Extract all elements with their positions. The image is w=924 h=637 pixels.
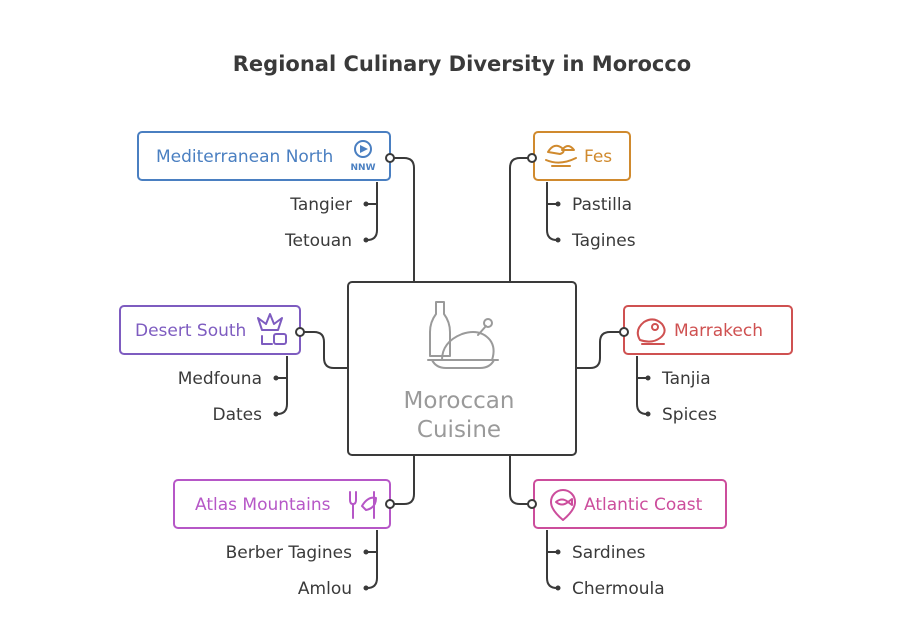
region-label-atlantic: Atlantic Coast bbox=[584, 495, 703, 515]
connector-desert bbox=[300, 331, 348, 369]
leaf-chermoula: Chermoula bbox=[572, 579, 665, 599]
branch-desert bbox=[276, 356, 288, 415]
region-label-fes: Fes bbox=[584, 147, 612, 167]
cutlery-leaf-icon bbox=[349, 491, 377, 519]
connectors bbox=[276, 157, 648, 589]
fish-pin-icon bbox=[550, 489, 576, 521]
branch-north bbox=[366, 182, 378, 241]
leaf-sardines: Sardines bbox=[572, 543, 646, 563]
region-marrakech[interactable]: Marrakech bbox=[619, 305, 793, 355]
roast-chicken-and-bottle-icon bbox=[427, 301, 499, 369]
region-desert-south[interactable]: Desert South bbox=[119, 305, 305, 355]
leaf-tagines: Tagines bbox=[571, 231, 636, 251]
leaf-dates: Dates bbox=[213, 405, 263, 425]
compass-nnw-icon: NNW bbox=[351, 140, 376, 173]
center-title-line2: Cuisine bbox=[417, 417, 501, 443]
branch-fes bbox=[546, 182, 558, 241]
region-label-desert: Desert South bbox=[135, 321, 246, 341]
diagram-title: Regional Culinary Diversity in Morocco bbox=[232, 52, 692, 76]
leaf-tangier: Tangier bbox=[289, 195, 352, 215]
compass-nnw-text: NNW bbox=[351, 163, 376, 173]
branch-marrakech bbox=[636, 356, 648, 415]
center-node[interactable]: Moroccan Cuisine bbox=[347, 281, 577, 456]
region-atlas-mountains[interactable]: Atlas Mountains bbox=[173, 479, 395, 529]
connector-atlas bbox=[392, 456, 415, 505]
desert-plant-pot-icon bbox=[257, 313, 287, 345]
leaf-tanjia: Tanjia bbox=[661, 369, 711, 389]
leaf-pastilla: Pastilla bbox=[572, 195, 632, 215]
connector-fes bbox=[509, 157, 532, 282]
region-mediterranean-north[interactable]: Mediterranean North NNW bbox=[137, 131, 395, 181]
pastries-icon bbox=[545, 144, 577, 167]
leaf-spices: Spices bbox=[662, 405, 717, 425]
leaf-berber-tagines: Berber Tagines bbox=[226, 543, 352, 563]
connector-marrakech bbox=[576, 331, 624, 369]
branch-atlantic bbox=[546, 530, 558, 589]
region-label-atlas: Atlas Mountains bbox=[195, 495, 331, 515]
region-label-north: Mediterranean North bbox=[156, 147, 333, 167]
leaf-amlou: Amlou bbox=[298, 579, 352, 599]
branch-atlas bbox=[366, 530, 378, 589]
meat-cut-icon bbox=[636, 318, 666, 345]
connector-north bbox=[392, 157, 415, 282]
connector-atlantic bbox=[509, 456, 532, 505]
center-title-line1: Moroccan bbox=[404, 388, 515, 414]
region-atlantic-coast[interactable]: Atlantic Coast bbox=[527, 479, 727, 529]
leaf-medfouna: Medfouna bbox=[178, 369, 262, 389]
region-label-marrakech: Marrakech bbox=[674, 321, 763, 341]
leaf-tetouan: Tetouan bbox=[284, 231, 352, 251]
leaf-dots bbox=[273, 201, 651, 591]
region-fes[interactable]: Fes bbox=[527, 131, 631, 181]
